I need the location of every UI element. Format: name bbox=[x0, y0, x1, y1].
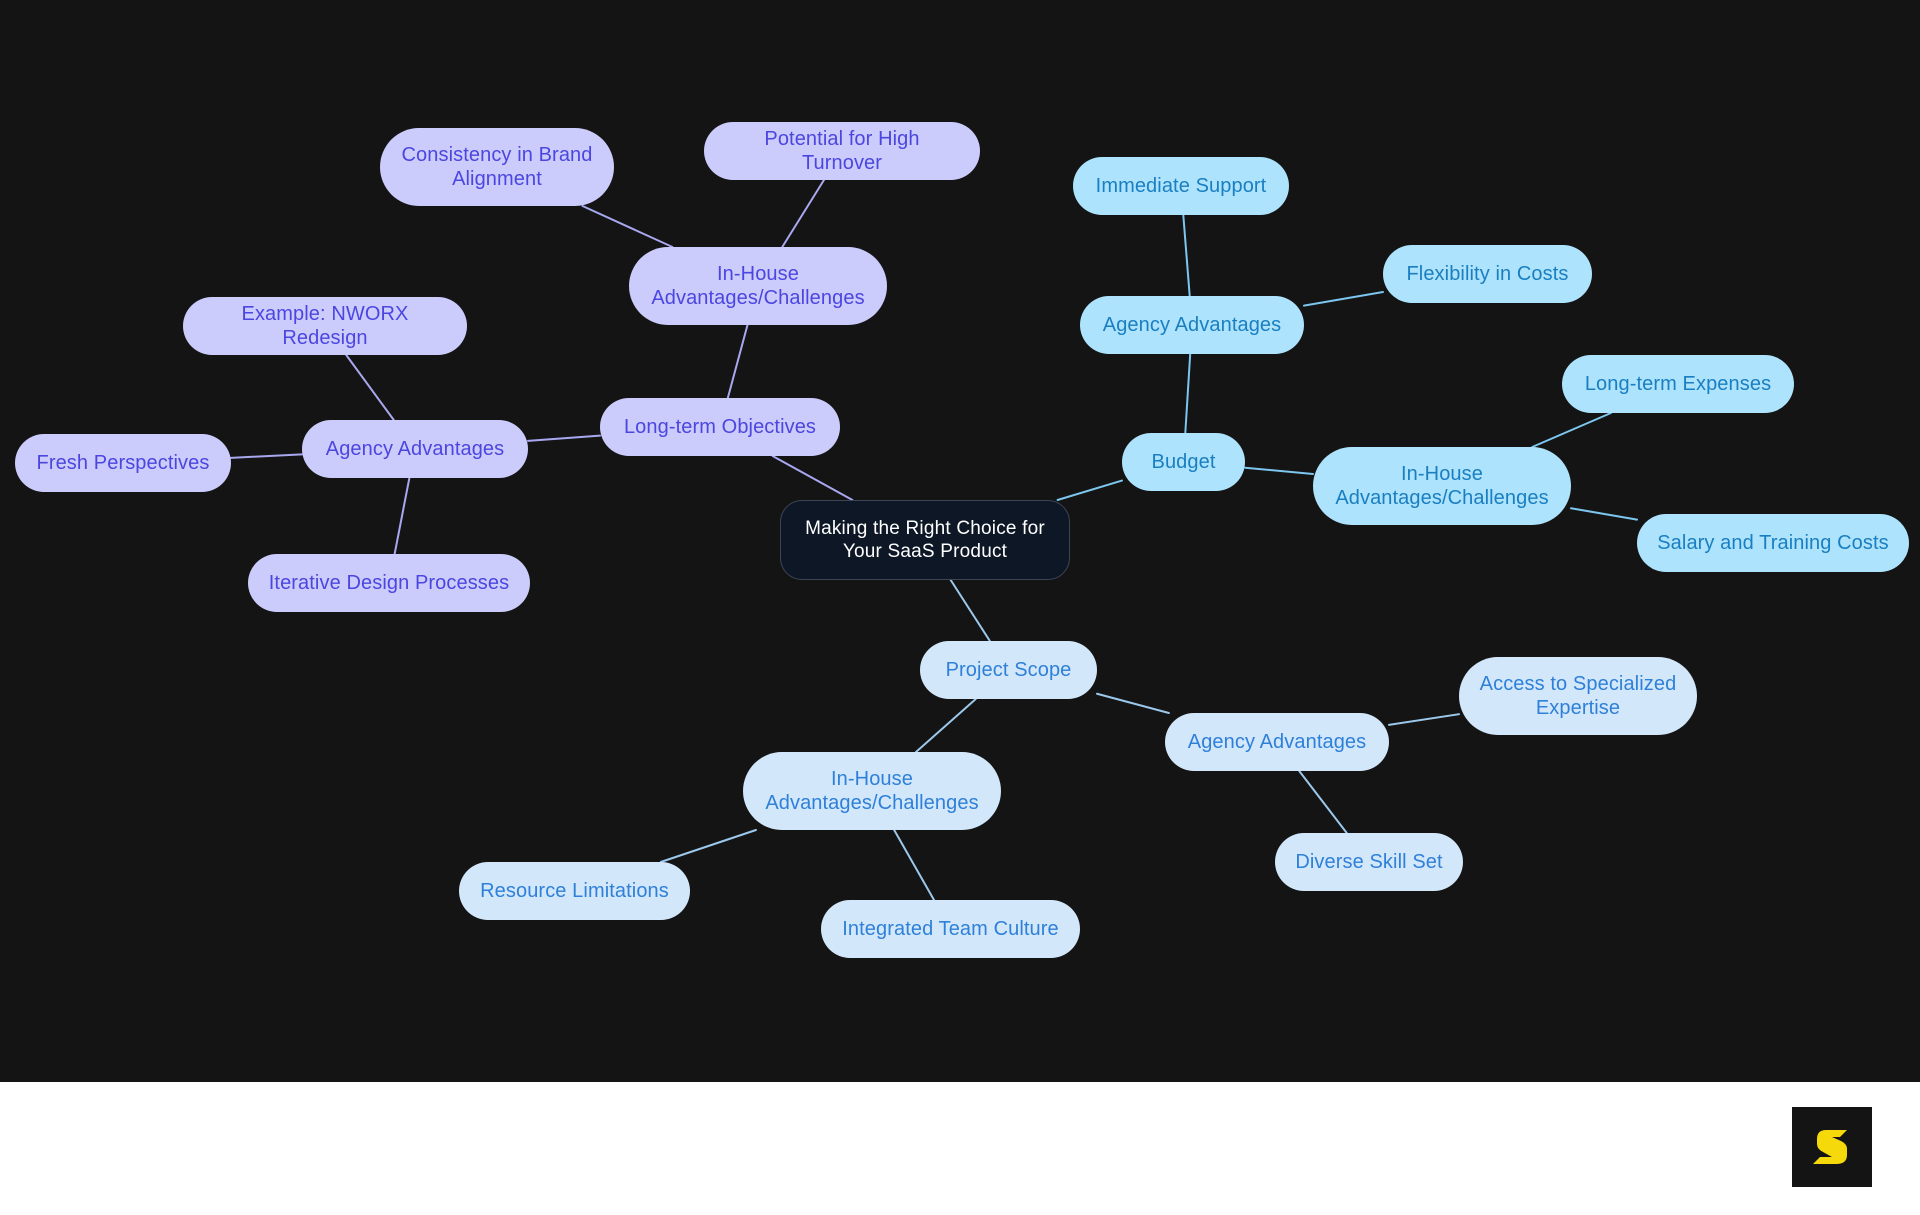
mindmap-node-diverse-skill-set[interactable]: Diverse Skill Set bbox=[1275, 833, 1463, 891]
mindmap-node-flexibility-in-costs[interactable]: Flexibility in Costs bbox=[1383, 245, 1592, 303]
mindmap-edge bbox=[1298, 770, 1348, 834]
mindmap-node-purple-agency-advantages[interactable]: Agency Advantages bbox=[302, 420, 528, 478]
mindmap-edge bbox=[1303, 291, 1384, 307]
mindmap-edge bbox=[726, 324, 749, 399]
mindmap-node-blue-in-house[interactable]: In-House Advantages/Challenges bbox=[1313, 447, 1571, 525]
mindmap-edge bbox=[1570, 507, 1638, 521]
mindmap-node-example-nworx-redesign[interactable]: Example: NWORX Redesign bbox=[183, 297, 467, 355]
mindmap-node-paleblue-agency-advantages[interactable]: Agency Advantages bbox=[1165, 713, 1389, 771]
mindmap-edge bbox=[781, 179, 825, 248]
mindmap-edge bbox=[1182, 214, 1191, 297]
mindmap-node-potential-for-high-turnover[interactable]: Potential for High Turnover bbox=[704, 122, 980, 180]
mindmap-node-central[interactable]: Making the Right Choice for Your SaaS Pr… bbox=[780, 500, 1070, 580]
mindmap-node-resource-limitations[interactable]: Resource Limitations bbox=[459, 862, 690, 920]
mindmap-edge bbox=[1184, 353, 1192, 434]
mindmap-node-integrated-team-culture[interactable]: Integrated Team Culture bbox=[821, 900, 1080, 958]
mindmap-edge bbox=[914, 698, 977, 753]
mindmap-edge bbox=[581, 205, 674, 248]
mindmap-node-long-term-expenses[interactable]: Long-term Expenses bbox=[1562, 355, 1794, 413]
mindmap-edge bbox=[771, 455, 854, 501]
mindmap-edge bbox=[393, 477, 411, 555]
logo-s-icon bbox=[1813, 1130, 1847, 1164]
mindmap-edge bbox=[1096, 692, 1170, 714]
mindmap-node-fresh-perspectives[interactable]: Fresh Perspectives bbox=[15, 434, 231, 492]
mindmap-canvas[interactable]: Making the Right Choice for Your SaaS Pr… bbox=[0, 0, 1920, 1082]
mindmap-edge bbox=[1056, 479, 1123, 501]
mindmap-node-consistency-in-brand-alignment[interactable]: Consistency in Brand Alignment bbox=[380, 128, 614, 206]
mindmap-edge bbox=[893, 829, 936, 901]
mindmap-edge bbox=[949, 579, 991, 642]
mindmap-node-project-scope[interactable]: Project Scope bbox=[920, 641, 1097, 699]
mindmap-edge bbox=[527, 434, 601, 442]
mindmap-edge bbox=[230, 453, 303, 459]
mindmap-node-long-term-objectives[interactable]: Long-term Objectives bbox=[600, 398, 840, 456]
mindmap-node-iterative-design-processes[interactable]: Iterative Design Processes bbox=[248, 554, 530, 612]
mindmap-node-blue-agency-advantages[interactable]: Agency Advantages bbox=[1080, 296, 1304, 354]
mindmap-node-immediate-support[interactable]: Immediate Support bbox=[1073, 157, 1289, 215]
mindmap-edge bbox=[659, 829, 757, 863]
brand-logo bbox=[1792, 1107, 1872, 1187]
mindmap-node-paleblue-in-house[interactable]: In-House Advantages/Challenges bbox=[743, 752, 1001, 830]
mindmap-node-budget[interactable]: Budget bbox=[1122, 433, 1245, 491]
mindmap-edge bbox=[345, 354, 395, 421]
mindmap-node-access-to-specialized-expertise[interactable]: Access to Specialized Expertise bbox=[1459, 657, 1697, 735]
mindmap-edge bbox=[1244, 466, 1314, 476]
mindmap-node-purple-in-house[interactable]: In-House Advantages/Challenges bbox=[629, 247, 887, 325]
mindmap-node-salary-and-training-costs[interactable]: Salary and Training Costs bbox=[1637, 514, 1909, 572]
mindmap-edge bbox=[1388, 713, 1460, 726]
mindmap-edge bbox=[1531, 412, 1612, 448]
